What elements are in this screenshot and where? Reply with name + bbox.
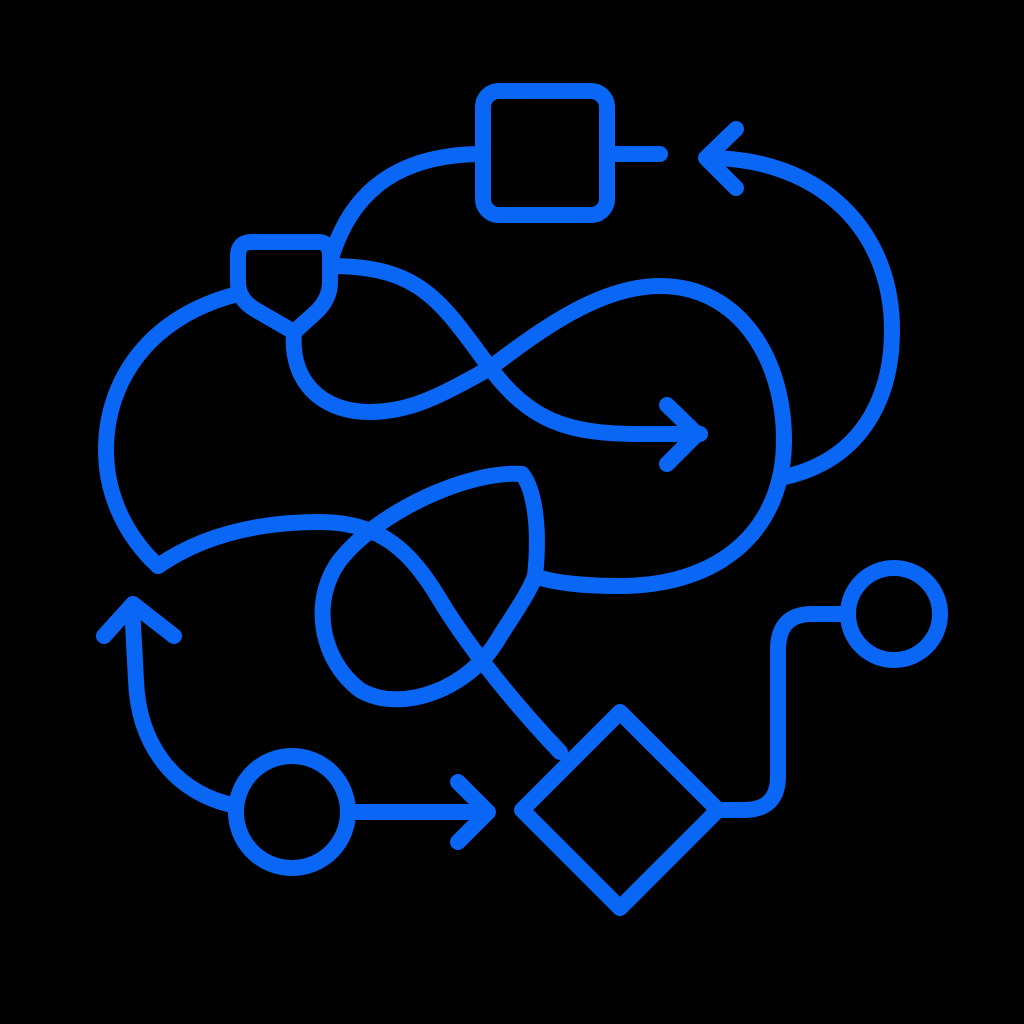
circle-node bbox=[228, 748, 356, 876]
teardrop-loop-path bbox=[314, 465, 545, 708]
right-lobe-path bbox=[482, 278, 792, 594]
shield-node bbox=[230, 234, 338, 340]
infinity-loop-back-path bbox=[285, 324, 498, 420]
diamond-to-circle-path bbox=[710, 606, 856, 818]
diamond-node bbox=[514, 704, 726, 916]
return-loop-path bbox=[700, 150, 900, 486]
left-up-arrowhead-icon bbox=[96, 596, 182, 644]
square-to-shield-arc bbox=[322, 146, 491, 270]
square-node bbox=[475, 83, 615, 223]
wave-path bbox=[150, 514, 568, 760]
return-arrowhead-icon bbox=[698, 121, 744, 196]
left-up-arrow-path bbox=[124, 598, 244, 814]
circle-node-right bbox=[840, 560, 948, 668]
left-s-loop-path bbox=[98, 286, 246, 574]
infinity-loop-arrowhead-icon bbox=[659, 397, 705, 472]
straight-arrowhead-icon bbox=[450, 774, 496, 850]
